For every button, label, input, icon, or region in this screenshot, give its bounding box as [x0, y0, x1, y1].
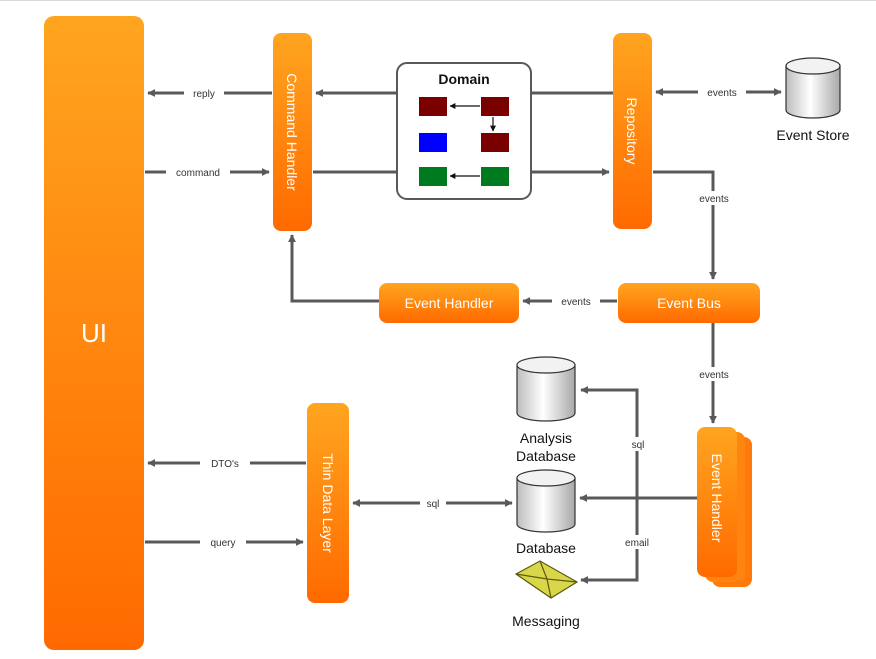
thin-data-layer-box: Thin Data Layer [307, 403, 349, 603]
edge-label-bus-to-handler: events [561, 297, 590, 308]
domain-entity [481, 97, 509, 116]
edge-label-sql-tdl: sql [427, 499, 440, 510]
event-handler-left-label: Event Handler [405, 295, 494, 311]
domain-entity [419, 167, 447, 186]
event-handler-right-box: Event Handler [697, 427, 752, 587]
repository-label: Repository [624, 98, 640, 165]
edge-label-command: command [176, 168, 220, 179]
top-border [0, 0, 876, 1]
edge-label-reply: reply [193, 89, 215, 100]
edge-label-bus-down: events [699, 370, 728, 381]
event-bus-box: Event Bus [618, 283, 760, 323]
ui-label: UI [81, 318, 107, 348]
domain-entity [481, 167, 509, 186]
database-cylinder: Database [516, 469, 576, 556]
arrow-email-messaging [580, 498, 639, 584]
domain-entity [419, 97, 447, 116]
edge-label-email: email [625, 538, 649, 549]
event-handler-right-label: Event Handler [709, 454, 725, 543]
domain-box: Domain [396, 62, 532, 200]
edge-label-repo-events: events [707, 88, 736, 99]
analysis-database-label-line1: Analysis [520, 430, 572, 446]
edge-labels: reply command events events events event… [166, 85, 746, 549]
domain-entity [481, 133, 509, 152]
edge-label-sql-vertical: sql [632, 440, 645, 451]
command-handler-box: Command Handler [273, 33, 312, 231]
analysis-database-cylinder: Analysis Database [516, 356, 576, 464]
arrow-repository-to-event-bus [653, 170, 717, 280]
arrow-sql-analysis [580, 386, 639, 498]
thin-data-layer-label: Thin Data Layer [320, 453, 336, 553]
edge-label-repo-to-bus: events [699, 194, 728, 205]
connector-arrows [145, 88, 782, 584]
repository-box: Repository [613, 33, 652, 229]
edge-label-dtos: DTO's [211, 459, 239, 470]
domain-entity [419, 133, 447, 152]
arrow-handler-to-command-handler [288, 234, 379, 303]
command-handler-label: Command Handler [284, 73, 300, 191]
database-label: Database [516, 540, 576, 556]
messaging-envelope-icon: Messaging [512, 560, 580, 629]
messaging-label: Messaging [512, 613, 580, 629]
event-handler-left-box: Event Handler [379, 283, 519, 323]
event-bus-label: Event Bus [657, 295, 721, 311]
event-store-label: Event Store [776, 127, 849, 143]
domain-title: Domain [438, 71, 489, 87]
analysis-database-label-line2: Database [516, 448, 576, 464]
edge-label-query: query [210, 538, 235, 549]
event-store-cylinder: Event Store [776, 57, 850, 143]
ui-box: UI [44, 16, 144, 650]
